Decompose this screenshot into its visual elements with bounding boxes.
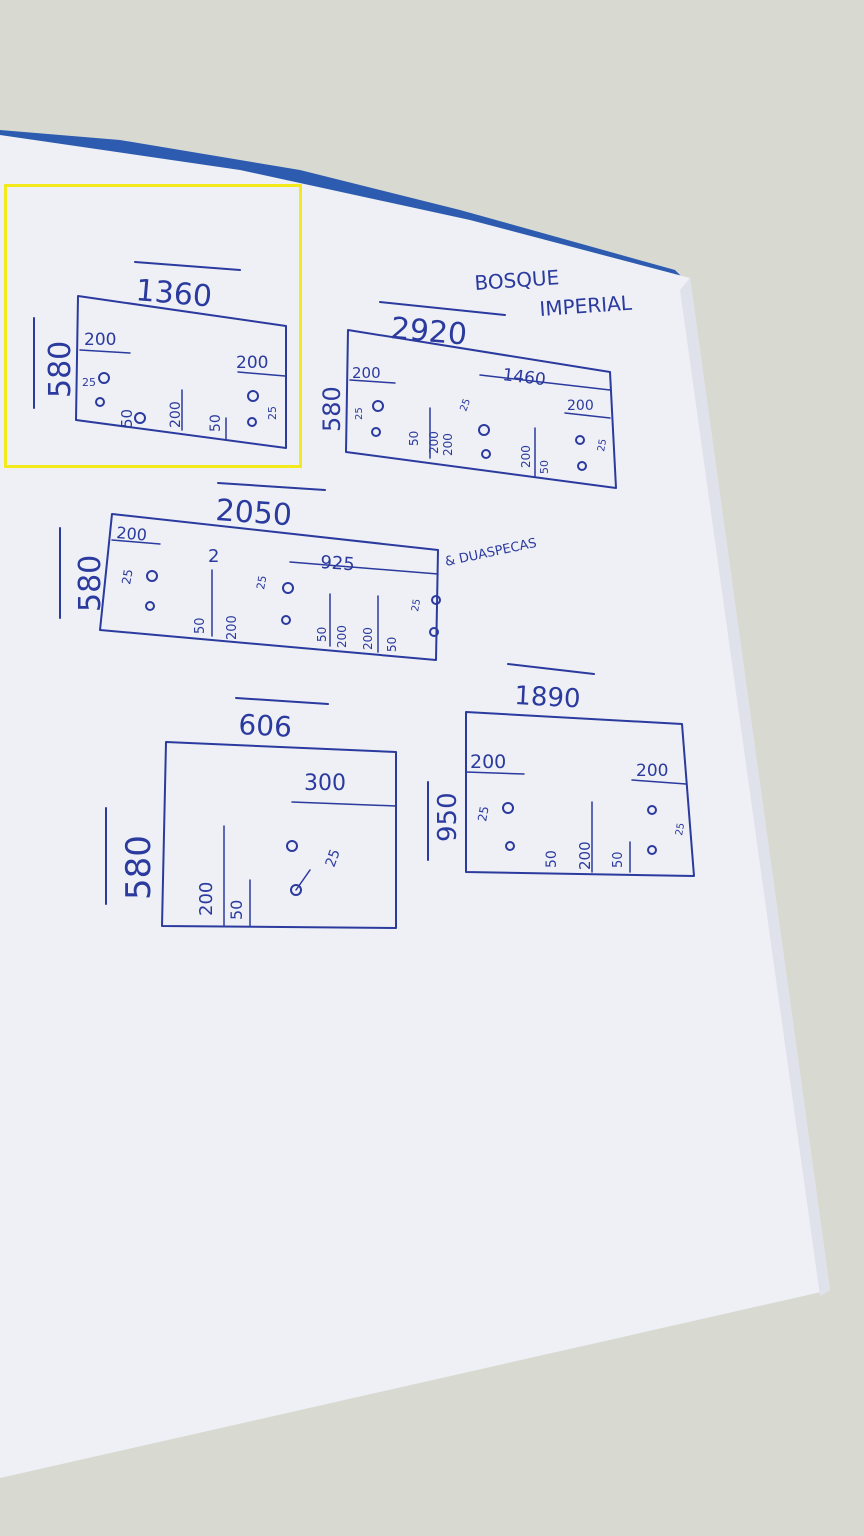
sketch-606-label: 300 <box>304 771 346 796</box>
paper-sheet <box>0 135 830 1478</box>
sketch-1360-label: 50 <box>118 409 136 428</box>
sketch-2050-label: 50 <box>315 627 329 642</box>
sketch-1360-height: 580 <box>43 341 78 398</box>
sketch-606-height: 580 <box>119 835 159 900</box>
sketch-2050-label: 50 <box>385 637 399 652</box>
sketch-1360-label: 25 <box>266 406 279 420</box>
title-line1: BOSQUE <box>474 265 560 295</box>
sketch-606-label: 50 <box>227 900 246 920</box>
sketch-2920-width: 2920 <box>389 311 468 353</box>
sketch-2050-label: 25 <box>119 568 135 585</box>
sketch-1360-label: 200 <box>236 353 268 373</box>
sketch-2920-label: 25 <box>596 438 609 452</box>
sketch-2920-label: 50 <box>538 460 551 474</box>
sketch-2050-label: 925 <box>320 552 356 575</box>
sketch-2920-label: 200 <box>352 364 381 382</box>
sketch-1360-width: 1360 <box>134 273 213 315</box>
sketch-1890-label: 25 <box>475 805 491 822</box>
sketch-2920: 2920 580 200 1460 200 25 50 200 200 25 2… <box>318 301 617 489</box>
sketch-1890-label: 25 <box>674 822 687 836</box>
sketch-2050-label: 25 <box>410 598 423 612</box>
sketch-2050-label: 50 <box>193 617 208 634</box>
sketch-2050-label: 2 <box>208 546 219 567</box>
sketch-2920-label: 25 <box>354 407 365 420</box>
sketch-1890-label: 200 <box>470 751 506 773</box>
highlight-box <box>4 184 302 468</box>
sketch-2050-label: 200 <box>361 627 375 650</box>
sketch-2920-label: 200 <box>519 445 533 468</box>
sketch-1890: 1890 950 200 200 25 50 200 50 25 <box>427 663 695 877</box>
sketch-2050-label: 200 <box>225 615 240 640</box>
sketch-2920-label: 200 <box>427 431 441 454</box>
sketch-2920-label: 200 <box>441 433 455 456</box>
sketch-1360-label: 50 <box>208 414 224 432</box>
sketch-2050-label: 200 <box>335 625 349 648</box>
sketch-1890-height: 950 <box>433 792 463 842</box>
sketch-606: 606 580 300 200 50 25 <box>105 697 397 929</box>
sketch-606-label: 25 <box>323 847 344 869</box>
sketch-2050-label: 25 <box>254 574 269 590</box>
sketch-1890-label: 50 <box>611 851 626 868</box>
sketch-1360-label: 25 <box>82 376 96 389</box>
sketch-2920-height: 580 <box>318 386 346 432</box>
sketch-2920-label: 50 <box>407 431 421 446</box>
sketch-1890-label: 50 <box>544 850 560 868</box>
sketch-1890-label: 200 <box>576 841 594 870</box>
sketch-1360: 1360 580 200 200 25 50 200 50 25 <box>33 261 287 449</box>
sketch-1890-width: 1890 <box>514 681 582 714</box>
sketch-2920-label: 25 <box>458 397 473 413</box>
sketch-606-width: 606 <box>238 708 293 744</box>
sketch-2050-label: 200 <box>116 523 148 545</box>
sketch-1360-label: 200 <box>168 401 184 428</box>
sketch-606-label: 200 <box>196 882 217 916</box>
sketch-1360-label: 200 <box>84 330 116 350</box>
sketch-2920-label: 200 <box>567 398 594 414</box>
sketch-1890-label: 200 <box>636 761 668 781</box>
